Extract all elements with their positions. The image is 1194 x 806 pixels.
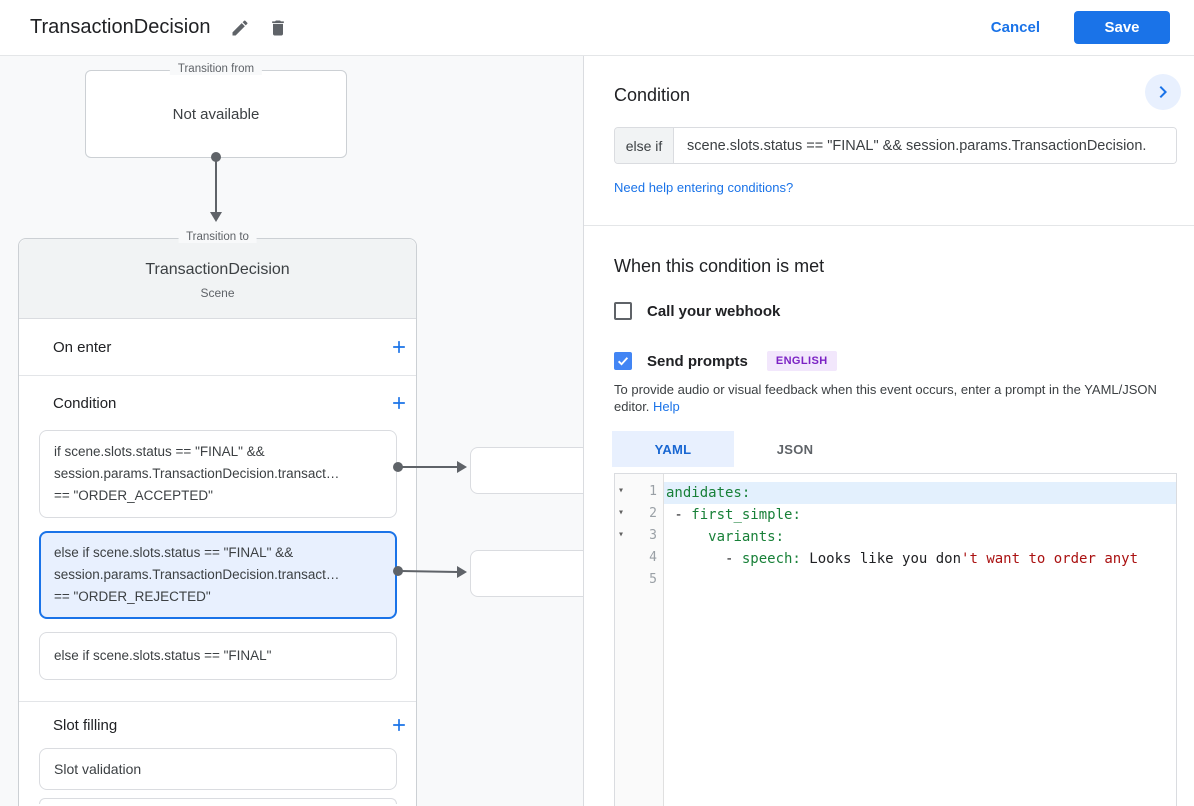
gutter-row: ▾1 [615, 482, 663, 504]
conditions-help-link[interactable]: Need help entering conditions? [614, 180, 794, 195]
transition-from-content: Not available [172, 105, 260, 123]
code-segment-key: speech: [741, 551, 801, 567]
description-text: To provide audio or visual feedback when… [614, 382, 1157, 414]
flow-canvas: Transition from Not available Transition… [0, 56, 583, 806]
line-number: 3 [649, 528, 657, 543]
send-prompts-label: Send prompts [647, 352, 748, 370]
add-slot-button[interactable] [385, 711, 413, 739]
condition-expression-input[interactable] [674, 128, 1176, 163]
delete-button[interactable] [264, 14, 292, 42]
on-enter-row: On enter [19, 319, 416, 376]
editor-code[interactable]: andidates: - first_simple: variants: - s… [664, 474, 1176, 806]
condition-input-group: else if [614, 127, 1177, 164]
canvas-node[interactable] [470, 447, 583, 494]
tab-yaml[interactable]: YAML [612, 431, 734, 467]
code-segment-plain: Looks like you don [800, 551, 962, 567]
condition-section: Condition if scene.slots.status == "FINA… [19, 376, 416, 702]
collapse-panel-button[interactable] [1145, 74, 1181, 110]
plus-icon [389, 393, 409, 413]
condition-card-rejected-selected[interactable]: else if scene.slots.status == "FINAL" &&… [39, 531, 397, 619]
condition-card-final[interactable]: else if scene.slots.status == "FINAL" [39, 632, 397, 680]
code-line[interactable]: andidates: [664, 482, 1176, 504]
code-segment-plain: - [666, 551, 742, 567]
line-number: 5 [649, 572, 657, 587]
condition-label: Condition [53, 394, 117, 412]
gutter-row: ▾2 [615, 504, 663, 526]
add-on-enter-button[interactable] [385, 333, 413, 361]
send-prompts-row: Send prompts ENGLISH [614, 351, 1177, 371]
help-link[interactable]: Help [653, 399, 680, 414]
prompts-description: To provide audio or visual feedback when… [614, 381, 1176, 415]
partial-card[interactable] [39, 798, 397, 804]
slot-filling-header-row: Slot filling [19, 702, 416, 748]
save-button[interactable]: Save [1074, 11, 1170, 44]
language-badge: ENGLISH [766, 351, 837, 371]
trash-icon [268, 18, 288, 38]
code-line[interactable]: variants: [664, 526, 1176, 548]
code-segment-key: andidates: [666, 485, 751, 501]
scene-subtitle: Scene [200, 286, 235, 300]
webhook-label: Call your webhook [647, 302, 781, 320]
plus-icon [389, 715, 409, 735]
slot-filling-label: Slot filling [53, 716, 118, 734]
fold-arrow-icon[interactable]: ▾ [618, 507, 625, 518]
plus-icon [389, 337, 409, 357]
condition-editor-panel: Condition else if Need help entering con… [583, 56, 1194, 806]
line-number: 2 [649, 506, 657, 521]
webhook-row: Call your webhook [614, 302, 1177, 320]
main-area: Transition from Not available Transition… [0, 56, 1194, 806]
check-icon [616, 354, 630, 368]
condition-prefix: else if [615, 128, 674, 163]
webhook-checkbox[interactable] [614, 302, 632, 320]
send-prompts-checkbox[interactable] [614, 352, 632, 370]
on-enter-label: On enter [53, 338, 112, 356]
chevron-right-icon [1151, 80, 1175, 104]
code-segment-plain [666, 529, 708, 545]
canvas-node[interactable] [470, 550, 583, 597]
condition-header-row: Condition [19, 376, 416, 430]
scene-card: Transition to TransactionDecision Scene … [18, 231, 417, 806]
code-segment-plain: - [666, 507, 692, 523]
editor-tabs: YAML JSON [612, 431, 1177, 467]
code-segment-key: variants: [708, 529, 785, 545]
fold-arrow-icon[interactable]: ▾ [618, 485, 625, 496]
pencil-icon [230, 18, 250, 38]
line-number: 4 [649, 550, 657, 565]
tab-json[interactable]: JSON [776, 441, 814, 457]
gutter-row: 4 [615, 548, 663, 570]
scene-title: TransactionDecision [145, 261, 290, 278]
top-bar: TransactionDecision Cancel Save [0, 0, 1194, 56]
code-line[interactable] [664, 570, 1176, 592]
when-condition-heading: When this condition is met [614, 256, 825, 276]
edit-button[interactable] [226, 14, 254, 42]
code-line[interactable]: - first_simple: [664, 504, 1176, 526]
condition-card-accepted[interactable]: if scene.slots.status == "FINAL" && sess… [39, 430, 397, 518]
code-line[interactable]: - speech: Looks like you don't want to o… [664, 548, 1176, 570]
code-segment-key: first_simple: [691, 507, 801, 523]
code-segment-string: 't want to order anyt [961, 551, 1139, 567]
cancel-button[interactable]: Cancel [990, 19, 1040, 36]
gutter-row: ▾3 [615, 526, 663, 548]
transition-from-legend: Transition from [169, 63, 263, 75]
gutter-row: 5 [615, 570, 663, 592]
panel-title: Condition [614, 85, 691, 105]
panel-header: Condition [614, 56, 1181, 110]
line-number: 1 [649, 484, 657, 499]
transition-to-legend: Transition to [178, 231, 257, 243]
fold-arrow-icon[interactable]: ▾ [618, 529, 625, 540]
page-title: TransactionDecision [30, 16, 211, 38]
slot-validation-card[interactable]: Slot validation [39, 748, 397, 790]
transition-from-box: Transition from Not available [85, 63, 347, 158]
scene-card-header[interactable]: TransactionDecision Scene [19, 239, 416, 319]
panel-divider [584, 225, 1194, 226]
add-condition-button[interactable] [385, 389, 413, 417]
